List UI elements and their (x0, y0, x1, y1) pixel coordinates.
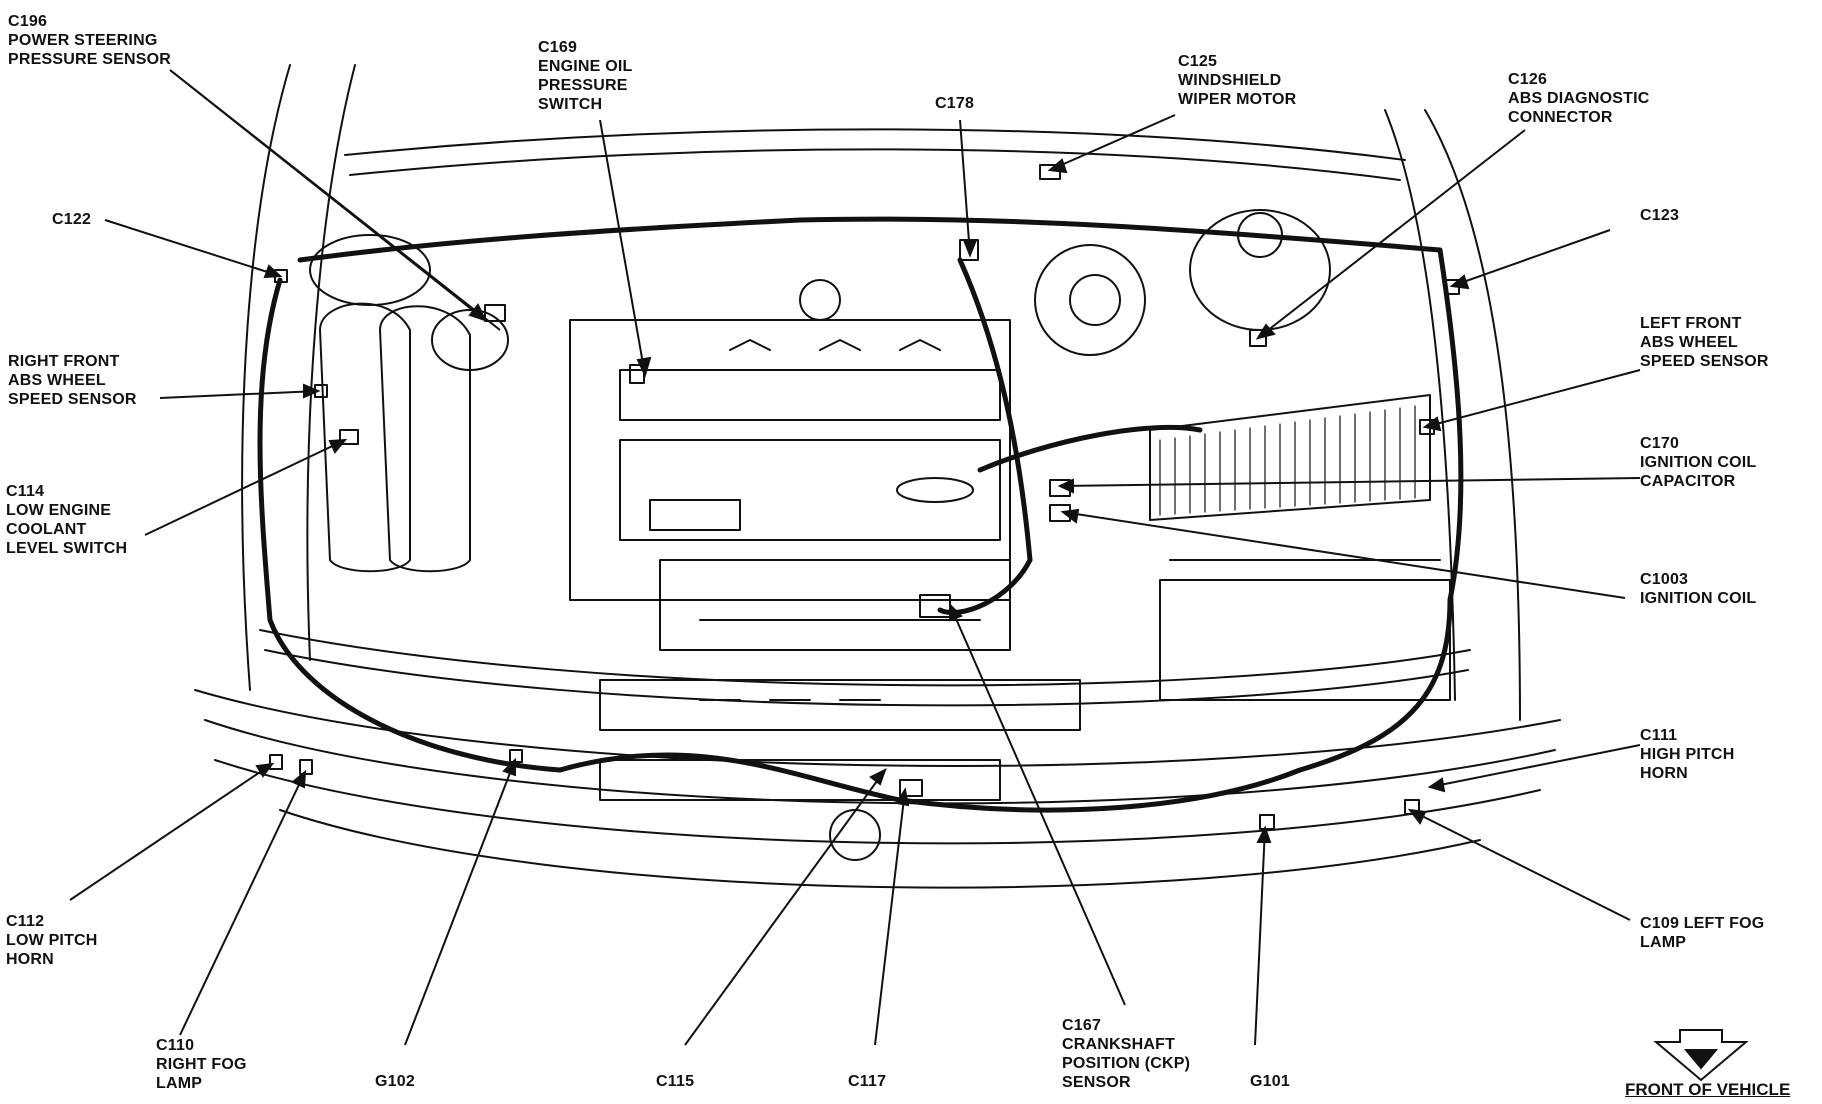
label-c115: C115 (656, 1073, 695, 1090)
label-g102: G102 (375, 1073, 415, 1090)
label-g101: G101 (1250, 1073, 1290, 1090)
label-c122: C122 (52, 211, 92, 228)
front-arrow-icon (1653, 1029, 1749, 1082)
front-of-vehicle-label: FRONT OF VEHICLE (1625, 1080, 1791, 1099)
label-c117: C117 (848, 1073, 887, 1090)
label-c123: C123 (1640, 207, 1680, 224)
label-c178: C178 (935, 95, 975, 112)
